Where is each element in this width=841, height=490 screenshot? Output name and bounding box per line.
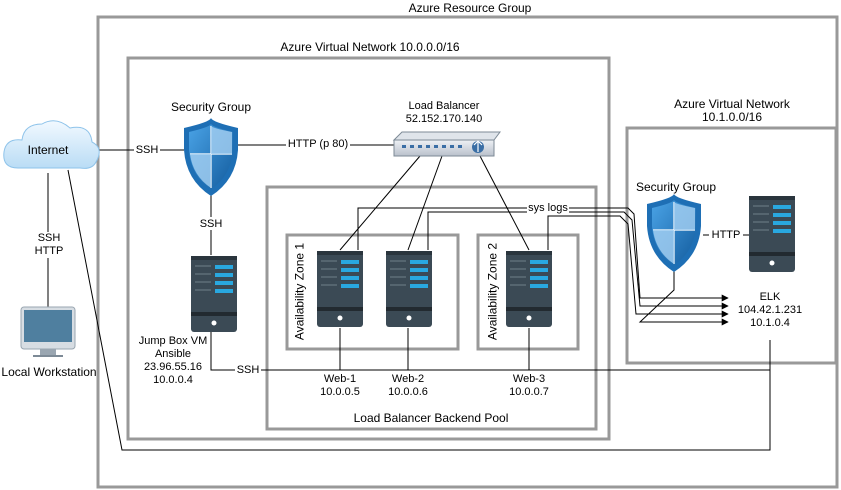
- web3-ip: 10.0.0.7: [509, 386, 549, 398]
- web2-label: Web-2 10.0.0.6: [378, 373, 438, 399]
- web3-name: Web-3: [512, 373, 546, 385]
- jumpbox-line1: Jump Box VM: [138, 335, 208, 347]
- sg-http-edge-label: HTTP (p 80): [287, 138, 349, 150]
- zone2-box: [476, 233, 580, 351]
- internet-label: Internet: [27, 143, 69, 157]
- elk-server-icon: [749, 196, 795, 272]
- internet-ssh-edge-label: SSH: [135, 144, 159, 156]
- internet-to-jumpbox-vnet-line: [67, 169, 771, 451]
- local-workstation-label: Local Workstation: [1, 365, 97, 379]
- vnet-main-box: [126, 56, 611, 441]
- load-balancer-icon: [392, 131, 501, 157]
- jumpbox-ssh-edge-label: SSH: [236, 364, 260, 376]
- workstation-edge-line1: SSH: [37, 232, 61, 244]
- syslogs-web2-line: [427, 211, 729, 310]
- zone2-title: Availability Zone 2: [485, 242, 500, 341]
- zone1-title: Availability Zone 1: [292, 242, 307, 341]
- jumpbox-label: Jump Box VM Ansible 23.96.55.16 10.0.0.4: [133, 335, 213, 387]
- syslogs-web3-line: [547, 215, 729, 318]
- security-group-label: Security Group: [170, 100, 252, 114]
- sys-logs-edge-label: sys logs: [528, 202, 568, 214]
- security-group-shield-icon: [183, 117, 239, 197]
- web2-server-icon: [386, 251, 432, 327]
- web2-name: Web-2: [391, 373, 425, 385]
- resource-group-title: Azure Resource Group: [408, 1, 532, 15]
- sg-jumpbox-ssh-edge-label: SSH: [199, 218, 223, 230]
- load-balancer-ip: 52.152.170.140: [405, 113, 483, 125]
- security-group-elk-shield-icon: [646, 193, 702, 273]
- web1-server-icon: [317, 251, 363, 327]
- jumpbox-line4: 10.0.0.4: [153, 374, 193, 386]
- lb-to-web2-line: [407, 155, 443, 251]
- jumpbox-line3: 23.96.55.16: [143, 361, 203, 373]
- elk-label: ELK 104.42.1.231 10.1.0.4: [725, 291, 815, 330]
- zone1-box: [285, 233, 460, 351]
- web1-label: Web-1 10.0.0.5: [310, 373, 370, 399]
- vnet-elk-box: [625, 126, 838, 365]
- web1-name: Web-1: [323, 373, 357, 385]
- web1-ip: 10.0.0.5: [320, 386, 360, 398]
- vnet-elk-title-line2: 10.1.0.0/16: [701, 110, 763, 124]
- desktop-monitor-icon: [20, 306, 76, 357]
- elk-name: ELK: [759, 291, 781, 303]
- lb-to-web3-line: [479, 155, 530, 251]
- internet-cloud-icon: [3, 120, 100, 169]
- elk-http-edge-label: HTTP: [711, 229, 741, 241]
- jumpbox-to-web-ssh-line: [210, 330, 771, 371]
- jumpbox-line2: Ansible: [154, 348, 192, 360]
- web3-server-icon: [506, 251, 552, 327]
- web2-ip: 10.0.0.6: [388, 386, 428, 398]
- syslogs-web1-line: [357, 207, 729, 302]
- elk-ip-public: 104.42.1.231: [737, 304, 803, 316]
- vnet-elk-title: Azure Virtual Network 10.1.0.0/16: [652, 98, 812, 124]
- backend-pool-title: Load Balancer Backend Pool: [353, 411, 509, 425]
- backend-pool-box: [265, 185, 598, 431]
- elk-ip-private: 10.1.0.4: [750, 317, 790, 329]
- workstation-edge-line2: HTTP: [34, 245, 64, 257]
- vnet-elk-title-line1: Azure Virtual Network: [674, 97, 790, 111]
- load-balancer-name: Load Balancer: [408, 100, 480, 112]
- web3-label: Web-3 10.0.0.7: [499, 373, 559, 399]
- workstation-edge-label: SSH HTTP: [30, 232, 68, 258]
- jumpbox-server-icon: [191, 256, 237, 332]
- load-balancer-label: Load Balancer 52.152.170.140: [393, 100, 495, 126]
- lb-to-web1-line: [339, 155, 421, 251]
- vnet-main-title: Azure Virtual Network 10.0.0.0/16: [280, 40, 460, 54]
- security-group-elk-label: Security Group: [635, 180, 717, 194]
- sg-elk-to-elk-line: [638, 270, 729, 326]
